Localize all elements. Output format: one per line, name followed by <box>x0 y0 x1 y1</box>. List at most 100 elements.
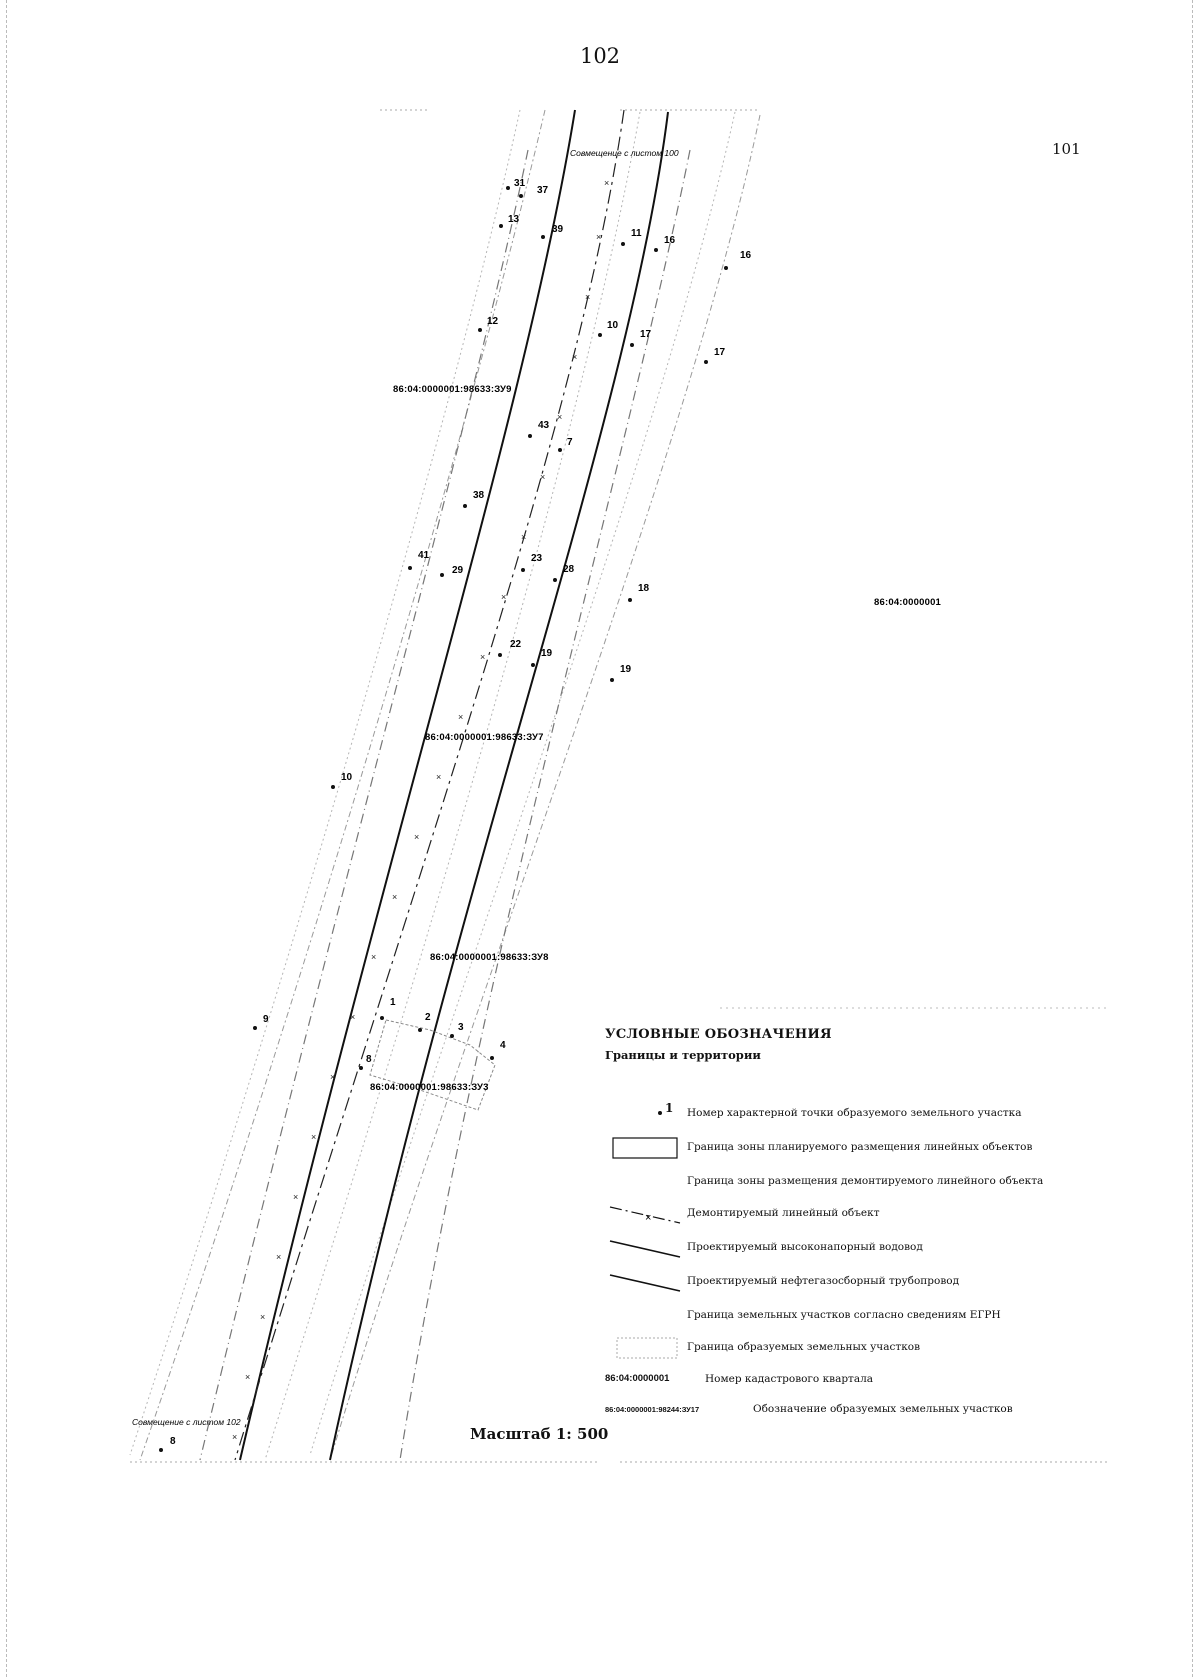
point-labels: 31 37 13 39 11 16 16 12 10 17 17 43 7 38… <box>170 178 752 1447</box>
svg-text:×: × <box>392 892 397 902</box>
point-22: 22 <box>510 639 522 650</box>
svg-text:×: × <box>645 1212 651 1224</box>
point-19a: 19 <box>541 648 553 659</box>
legend-subtitle: Границы и территории <box>605 1048 761 1062</box>
parcel-label-zu3: 86:04:0000001:98633:ЗУ3 <box>370 1082 489 1093</box>
point-38: 38 <box>473 490 485 501</box>
point-12: 12 <box>487 316 499 327</box>
point-7: 7 <box>567 437 573 448</box>
cadastral-quarter-label: 86:04:0000001 <box>874 597 942 608</box>
point-19b: 19 <box>620 664 632 675</box>
page-number: 102 <box>579 44 621 68</box>
legend-title: УСЛОВНЫЕ ОБОЗНАЧЕНИЯ <box>605 1027 832 1042</box>
point-43: 43 <box>538 420 550 431</box>
point-16a: 16 <box>664 235 676 246</box>
point-18: 18 <box>638 583 650 594</box>
adjacent-sheet-number: 101 <box>1052 140 1081 158</box>
svg-text:×: × <box>350 1012 355 1022</box>
svg-text:×: × <box>260 1312 265 1322</box>
parcel-label-zu8: 86:04:0000001:98633:ЗУ8 <box>430 952 549 963</box>
legend-text-4: Проектируемый высоконапорный водовод <box>687 1241 923 1253</box>
formed-boundary-left <box>129 109 521 1456</box>
svg-text:×: × <box>480 652 485 662</box>
legend-row-oil-pipeline: Проектируемый нефтегазосборный трубопров… <box>605 1269 1105 1295</box>
legend-text-9: Обозначение образуемых земельных участко… <box>753 1403 1013 1415</box>
legend-row-egrn: Граница земельных участков согласно свед… <box>605 1303 1105 1329</box>
point-10: 10 <box>607 320 619 331</box>
point-4: 4 <box>500 1040 506 1051</box>
dismantled-linear-object <box>234 109 625 1461</box>
svg-text:×: × <box>585 292 590 302</box>
planned-zone-right <box>399 149 691 1461</box>
legend-text-5: Проектируемый нефтегазосборный трубопров… <box>687 1275 960 1287</box>
svg-text:×: × <box>311 1132 316 1142</box>
formed-boundary-swatch-icon <box>616 1337 678 1359</box>
legend-parcel-code: 86:04:0000001:98244:ЗУ17 <box>605 1405 700 1414</box>
point-1: 1 <box>390 997 396 1008</box>
point-31: 31 <box>514 178 526 189</box>
legend-text-3: Демонтируемый линейный объект <box>687 1207 880 1219</box>
point-37: 37 <box>537 185 549 196</box>
legend-row-parcel-code: 86:04:0000001:98244:ЗУ17 Обозначение обр… <box>605 1397 1105 1423</box>
legend-text-0: Номер характерной точки образуемого земе… <box>687 1107 1022 1119</box>
svg-text:×: × <box>245 1372 250 1382</box>
point-10b: 10 <box>341 772 353 783</box>
egrn-boundary-right <box>329 114 761 1461</box>
page-border-right <box>1192 0 1193 1677</box>
planned-zone-left <box>199 149 529 1461</box>
legend-text-8: Номер кадастрового квартала <box>705 1373 874 1385</box>
point-28: 28 <box>563 564 575 575</box>
point-3: 3 <box>458 1022 464 1033</box>
legend-text-6: Граница земельных участков согласно свед… <box>687 1309 1001 1321</box>
legend-quarter-code: 86:04:0000001 <box>605 1373 670 1384</box>
point-17b: 17 <box>714 347 726 358</box>
svg-text:×: × <box>540 472 545 482</box>
parcel-label-zu9: 86:04:0000001:98633:ЗУ9 <box>393 384 512 395</box>
point-23: 23 <box>531 553 543 564</box>
svg-text:×: × <box>414 832 419 842</box>
svg-text:×: × <box>572 352 577 362</box>
point-2: 2 <box>425 1012 431 1023</box>
legend-text-2: Граница зоны размещения демонтируемого л… <box>687 1175 1044 1187</box>
point-8b: 8 <box>170 1436 176 1447</box>
legend-text-7: Граница образуемых земельных участков <box>687 1341 920 1353</box>
svg-text:×: × <box>293 1192 298 1202</box>
point-41: 41 <box>418 550 430 561</box>
legend: УСЛОВНЫЕ ОБОЗНАЧЕНИЯ Границы и территори… <box>605 1027 1105 1415</box>
dismantled-line-icon: × <box>609 1206 681 1224</box>
point-17a: 17 <box>640 329 652 340</box>
svg-text:×: × <box>596 232 601 242</box>
svg-text:×: × <box>604 178 609 188</box>
parcel-zu3-polygon <box>369 1019 496 1111</box>
svg-text:×: × <box>501 592 506 602</box>
projected-water-conduit <box>239 109 576 1461</box>
egrn-boundary-left <box>139 109 546 1461</box>
svg-text:×: × <box>232 1432 237 1442</box>
projected-oil-gas-pipeline <box>329 111 669 1461</box>
point-39: 39 <box>552 224 564 235</box>
svg-text:×: × <box>276 1252 281 1262</box>
legend-row-quarter: 86:04:0000001 Номер кадастрового квартал… <box>605 1367 1105 1393</box>
planned-zone-swatch-icon <box>612 1137 678 1159</box>
oil-pipeline-line-icon <box>609 1274 681 1292</box>
legend-row-dismantled: × Демонтируемый линейный объект <box>605 1201 1105 1227</box>
svg-text:×: × <box>436 772 441 782</box>
junction-top-label: Совмещение с листом 100 <box>570 148 679 158</box>
svg-text:×: × <box>330 1072 335 1082</box>
point-13: 13 <box>508 214 520 225</box>
svg-text:×: × <box>521 532 526 542</box>
parcel-label-zu7: 86:04:0000001:98633:ЗУ7 <box>425 732 544 743</box>
map-scale: Масштаб 1: 500 <box>470 1425 609 1443</box>
point-8: 8 <box>366 1054 372 1065</box>
water-conduit-line-icon <box>609 1240 681 1258</box>
legend-point-sample: 1 <box>665 1101 674 1115</box>
svg-text:×: × <box>458 712 463 722</box>
point-16b: 16 <box>740 250 752 261</box>
legend-row-water-conduit: Проектируемый высоконапорный водовод <box>605 1235 1105 1261</box>
junction-bottom-label: Совмещение с листом 102 <box>132 1417 241 1427</box>
point-29: 29 <box>452 565 464 576</box>
svg-text:×: × <box>371 952 376 962</box>
formed-boundary-right <box>309 111 736 1456</box>
legend-row-dismantle-zone: Граница зоны размещения демонтируемого л… <box>605 1169 1105 1195</box>
